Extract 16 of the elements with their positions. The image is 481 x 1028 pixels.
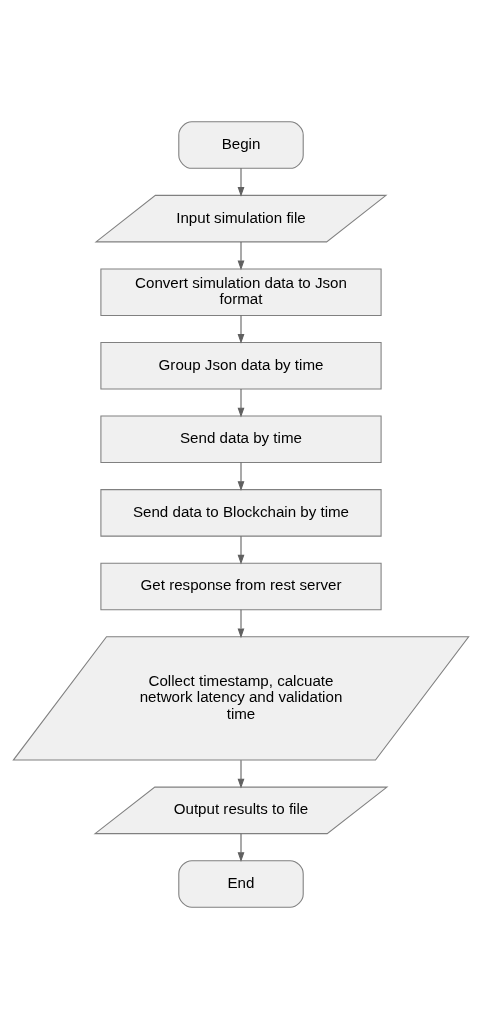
node-box: Send data to Blockchain by time	[99, 488, 382, 537]
arrow	[237, 832, 244, 862]
arrow	[237, 759, 244, 788]
arrow	[237, 314, 244, 344]
node-box: Begin	[177, 120, 304, 169]
node-box: End	[177, 859, 304, 908]
arrow	[237, 167, 244, 197]
node-box: Send data by time	[99, 415, 382, 463]
arrow	[237, 608, 244, 638]
arrow	[237, 535, 244, 565]
arrow	[237, 388, 244, 417]
node-box: Convert simulation data to Json format	[99, 267, 382, 316]
node-box: Get response from rest server	[99, 562, 382, 610]
node-box: Group Json data by time	[99, 341, 382, 390]
arrow	[237, 461, 244, 491]
arrow	[237, 240, 244, 270]
